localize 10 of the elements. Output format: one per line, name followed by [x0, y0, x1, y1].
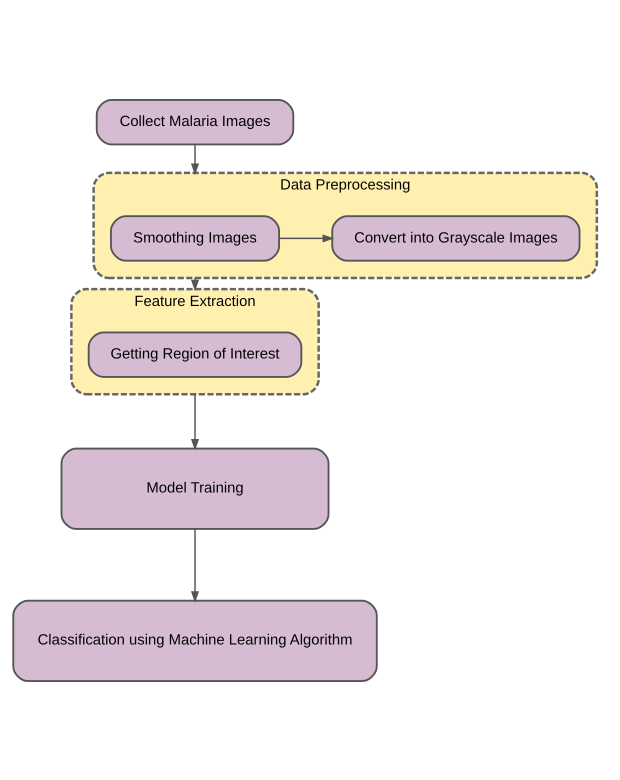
arrow [190, 394, 200, 450]
node-box: Smoothing Images [110, 214, 280, 262]
node-box: Collect Malaria Images [96, 98, 294, 145]
node-box: Classification using Machine Learning Algorithm [12, 599, 378, 682]
arrow [190, 528, 200, 602]
node-box: Convert into Grayscale Images [331, 214, 580, 262]
node-box: Model Training [60, 447, 330, 530]
arrow [280, 234, 334, 242]
arrow [190, 144, 200, 175]
node-box: Getting Region of Interest [88, 330, 302, 378]
